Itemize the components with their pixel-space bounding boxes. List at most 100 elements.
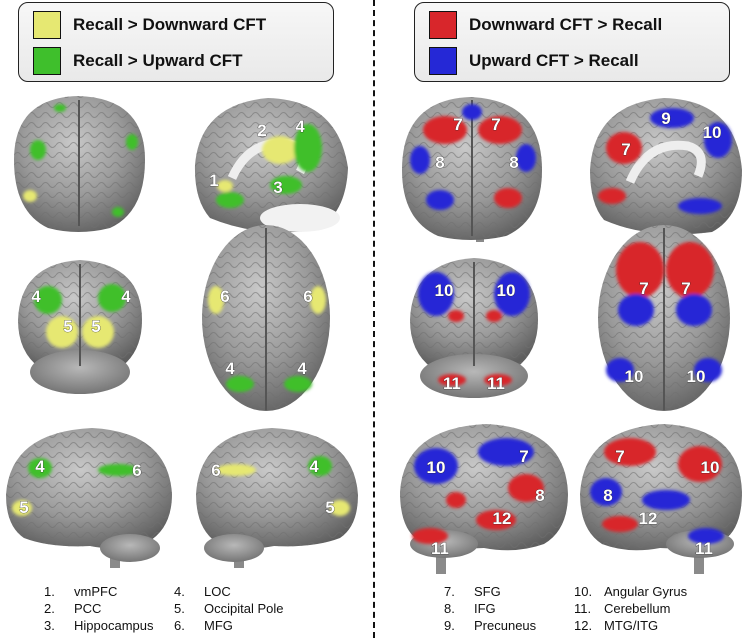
key-item: 11. Cerebellum bbox=[574, 600, 687, 617]
region-label: 6 bbox=[132, 461, 141, 480]
region-label: 4 bbox=[225, 359, 235, 378]
brain-left-medial bbox=[194, 98, 348, 233]
key-item: 2. PCC bbox=[44, 600, 154, 617]
brain-left-posterior bbox=[18, 260, 142, 394]
swatch-red bbox=[429, 11, 457, 39]
swatch-yellow bbox=[33, 11, 61, 39]
key-number: 12. bbox=[574, 618, 593, 633]
key-name: IFG bbox=[474, 601, 496, 616]
key-name: Occipital Pole bbox=[204, 601, 284, 616]
legend-label: Recall > Upward CFT bbox=[73, 51, 243, 70]
key-number: 1. bbox=[44, 584, 55, 599]
key-item: 8. IFG bbox=[444, 600, 536, 617]
region-label: 1 bbox=[209, 171, 218, 190]
key-name: Hippocampus bbox=[74, 618, 154, 633]
key-item: 10. Angular Gyrus bbox=[574, 583, 687, 600]
region-label: 8 bbox=[509, 153, 518, 172]
legend-item-upward-recall: Upward CFT > Recall bbox=[429, 47, 639, 75]
key-number: 8. bbox=[444, 601, 455, 616]
key-name: MFG bbox=[204, 618, 233, 633]
region-label: 2 bbox=[257, 121, 266, 140]
brain-right-superior bbox=[598, 225, 730, 411]
key-number: 9. bbox=[444, 618, 455, 633]
key-item: 12. MTG/ITG bbox=[574, 617, 687, 634]
region-label: 4 bbox=[297, 359, 307, 378]
region-label: 5 bbox=[19, 498, 28, 517]
region-label: 5 bbox=[91, 317, 100, 336]
region-label: 9 bbox=[661, 109, 670, 128]
region-key-left-col2: 4.LOC 5. Occipital Pole 6. MFG bbox=[174, 583, 283, 634]
region-label: 7 bbox=[681, 279, 690, 298]
region-label: 7 bbox=[639, 279, 648, 298]
legend-label: Recall > Downward CFT bbox=[73, 15, 267, 34]
region-label: 7 bbox=[615, 447, 624, 466]
brain-right-medial bbox=[590, 98, 742, 235]
legend-item-recall-upward: Recall > Upward CFT bbox=[33, 47, 243, 75]
region-label: 6 bbox=[303, 287, 312, 306]
region-label: 10 bbox=[427, 458, 446, 477]
region-key-right-col1: 7. SFG 8. IFG 9. Precuneus bbox=[444, 583, 536, 634]
region-label: 10 bbox=[497, 281, 516, 300]
region-label: 12 bbox=[493, 509, 512, 528]
swatch-blue bbox=[429, 47, 457, 75]
key-number: 5. bbox=[174, 601, 185, 616]
key-name: Cerebellum bbox=[604, 601, 671, 616]
brain-right-lateral-left bbox=[400, 424, 568, 574]
key-item: 9. Precuneus bbox=[444, 617, 536, 634]
region-label: 7 bbox=[453, 115, 462, 134]
region-label: 10 bbox=[435, 281, 454, 300]
region-label: 10 bbox=[687, 367, 706, 386]
region-label: 5 bbox=[325, 498, 334, 517]
panel-divider bbox=[373, 0, 375, 638]
key-name: MTG/ITG bbox=[604, 618, 659, 633]
legend-label: Upward CFT > Recall bbox=[469, 51, 639, 70]
key-number: 2. bbox=[44, 601, 55, 616]
key-item: 7. SFG bbox=[444, 583, 536, 600]
key-name: Angular Gyrus bbox=[604, 584, 688, 599]
key-item: 3. Hippocampus bbox=[44, 617, 154, 634]
region-label: 8 bbox=[603, 486, 612, 505]
region-key-right-col2: 10. Angular Gyrus 11. Cerebellum 12. MTG/IT… bbox=[574, 583, 687, 634]
key-name: SFG bbox=[474, 584, 501, 599]
key-number: 10. bbox=[574, 584, 593, 599]
key-number: 7. bbox=[444, 584, 455, 599]
region-label: 7 bbox=[621, 140, 630, 159]
region-label: 5 bbox=[63, 317, 72, 336]
legend-left: Recall > Downward CFT Recall > Upward CF… bbox=[18, 2, 334, 82]
key-name: Precuneus bbox=[474, 618, 537, 633]
legend-right: Downward CFT > Recall Upward CFT > Recal… bbox=[414, 2, 730, 82]
legend-item-downward-recall: Downward CFT > Recall bbox=[429, 11, 662, 39]
region-label: 8 bbox=[435, 153, 444, 172]
brain-right-lateral-right bbox=[580, 424, 742, 574]
brain-left-anterior bbox=[14, 96, 145, 232]
brain-left-lateral-right bbox=[196, 428, 358, 568]
swatch-green bbox=[33, 47, 61, 75]
region-label: 11 bbox=[695, 539, 713, 558]
key-number: 3. bbox=[44, 618, 55, 633]
brain-right-anterior bbox=[402, 97, 542, 242]
key-number: 4. bbox=[174, 584, 185, 599]
brain-left-lateral-left bbox=[6, 428, 172, 568]
region-label: 4 bbox=[31, 287, 41, 306]
region-label: 6 bbox=[220, 287, 229, 306]
key-name: vmPFC bbox=[74, 584, 118, 599]
key-number: 6. bbox=[174, 618, 185, 633]
key-item: 4.LOC bbox=[174, 583, 283, 600]
region-label: 12 bbox=[639, 509, 658, 528]
region-label: 4 bbox=[121, 287, 131, 306]
region-label: 11 bbox=[487, 374, 505, 393]
key-item: 1. vmPFC bbox=[44, 583, 154, 600]
region-label: 11 bbox=[431, 539, 449, 558]
region-label: 8 bbox=[535, 486, 544, 505]
region-label: 7 bbox=[491, 115, 500, 134]
region-label: 4 bbox=[35, 457, 45, 476]
region-label: 10 bbox=[625, 367, 644, 386]
key-number: 11. bbox=[574, 601, 592, 616]
region-label: 7 bbox=[519, 447, 528, 466]
region-label: 4 bbox=[309, 457, 319, 476]
region-label: 11 bbox=[443, 374, 461, 393]
legend-item-recall-downward: Recall > Downward CFT bbox=[33, 11, 266, 39]
key-name: PCC bbox=[74, 601, 102, 616]
region-label: 6 bbox=[211, 461, 220, 480]
